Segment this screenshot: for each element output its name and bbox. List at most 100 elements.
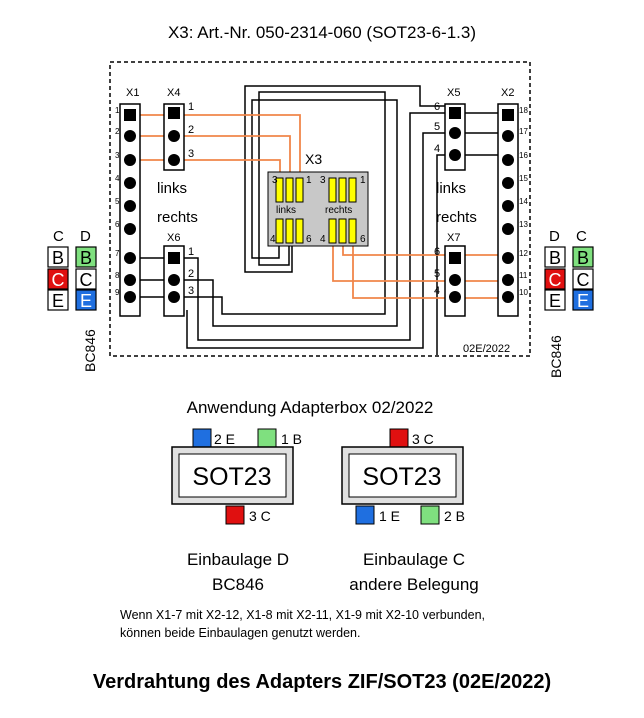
x3-pin-4-left: 4 [270, 234, 276, 245]
x5-pin-2 [449, 127, 461, 139]
x7-pin-label-3: 4 [434, 285, 440, 297]
x6-pin-label-2: 2 [188, 268, 194, 280]
x2-pin-label-1: 18 [519, 106, 528, 115]
x7-pin-label-2: 5 [434, 268, 440, 280]
x1-pin-label-8: 8 [115, 271, 120, 280]
left-cells-cell-1-2 [75, 289, 97, 311]
left-cells-cell-label-1-1: C [80, 270, 93, 290]
x5-pin-label-3: 4 [434, 143, 440, 155]
x3-pad-top-2 [285, 177, 294, 203]
right-col-d-header: D [549, 228, 560, 245]
orange-wire-5 [332, 243, 508, 282]
package-c-pin-top-label: 3 C [412, 431, 434, 447]
package-c-pin-bottom-left [355, 505, 375, 525]
left-cells-cell-1-0 [75, 246, 97, 268]
x1-pin-label-5: 5 [115, 197, 120, 206]
left-cells-cell-0-0 [47, 246, 69, 268]
package-c-caption-2: andere Belegung [349, 575, 479, 594]
x3-label-rechts: rechts [325, 205, 352, 216]
black-wire-3 [174, 91, 386, 315]
black-wire-2 [174, 99, 398, 327]
left-bc846-label: BC846 [82, 329, 98, 372]
x3-pad-bottom-4 [328, 218, 337, 244]
x3-pin-1-left: 1 [306, 175, 312, 186]
x1-pin-label-3: 3 [115, 151, 120, 160]
x2-pin-label-7: 12 [519, 249, 528, 258]
left-cells-cell-0-2 [47, 289, 69, 311]
package-d-pin-bottom [225, 505, 245, 525]
x2-pin-label-6: 13 [519, 220, 528, 229]
x2-pin-label-4: 15 [519, 174, 528, 183]
black-wire-4 [186, 132, 455, 349]
x6-pin-3 [168, 291, 180, 303]
right-cells-cell-1-1 [572, 268, 594, 290]
x3-pin-3-right: 3 [320, 175, 326, 186]
package-c-pin-bottom-right-label: 2 B [444, 508, 465, 524]
package-d-pin-top-right-label: 1 B [281, 431, 302, 447]
x3-pad-top-6 [348, 177, 357, 203]
note-line-2: können beide Einbaulagen genutzt werden. [120, 626, 360, 640]
board-outline [109, 61, 531, 357]
package-c-pin-bottom-right [420, 505, 440, 525]
x3-pin-6-right: 6 [360, 234, 366, 245]
package-d-caption-1: Einbaulage D [187, 550, 289, 569]
x1-pin-6 [124, 223, 136, 235]
package-c-caption-1: Einbaulage C [363, 550, 465, 569]
package-d-pin-top-left [192, 428, 212, 448]
x2-pin-label-5: 14 [519, 197, 528, 206]
x3-pad-top-5 [338, 177, 347, 203]
x7-pin-1 [449, 252, 461, 264]
x6-pin-label-3: 3 [188, 285, 194, 297]
label-links-left: links [157, 180, 187, 197]
right-cells-cell-0-0 [544, 246, 566, 268]
orange-wire-3 [130, 159, 281, 178]
left-cells-cell-label-1-0: B [80, 248, 92, 268]
x2-pin-3 [502, 154, 514, 166]
x3-pads [275, 177, 357, 244]
x3-pad-top-1 [275, 177, 284, 203]
x7-pin-3 [449, 291, 461, 303]
x3-pad-bottom-1 [275, 218, 284, 244]
package-d-pin-bottom-label: 3 C [249, 508, 271, 524]
note-line-1: Wenn X1-7 mit X2-12, X1-8 mit X2-11, X1-… [120, 608, 485, 622]
package-d-caption-2: BC846 [212, 575, 264, 594]
x1-pin-label-6: 6 [115, 220, 120, 229]
x1-pin-3 [124, 154, 136, 166]
x3-pin-6-left: 6 [306, 234, 312, 245]
package-c-pin-bottom-left-label: 1 E [379, 508, 400, 524]
x6-header: X6 [167, 232, 180, 244]
x3-pad-top-4 [328, 177, 337, 203]
x5-pin-label-1: 6 [434, 101, 440, 113]
x5-header: X5 [447, 87, 460, 99]
x3-pin-1-right: 1 [360, 175, 366, 186]
package-d-chip-label: SOT23 [192, 463, 271, 491]
package-d-pin-top-left-label: 2 E [214, 431, 235, 447]
x1-pin-9 [124, 291, 136, 303]
x2-pin-label-3: 16 [519, 151, 528, 160]
diagram-title: X3: Art.-Nr. 050-2314-060 (SOT23-6-1.3) [168, 23, 476, 42]
board-code: 02E/2022 [463, 343, 510, 355]
x3-pad-bottom-6 [348, 218, 357, 244]
x4-pin-label-3: 3 [188, 148, 194, 160]
package-d-inner [178, 453, 287, 498]
package-d-pin-top-right [257, 428, 277, 448]
left-col-c-header: C [53, 228, 64, 245]
left-cells-cell-0-1 [47, 268, 69, 290]
x2-pin-7 [502, 252, 514, 264]
right-cells-cell-0-1 [544, 268, 566, 290]
right-cells-cell-1-0 [572, 246, 594, 268]
x2-pin-2 [502, 130, 514, 142]
x1-pin-label-1: 1 [115, 106, 120, 115]
left-cells-cell-label-0-2: E [52, 291, 64, 311]
x5-pin-3 [449, 149, 461, 161]
x3-pad-top-3 [295, 177, 304, 203]
x1-pin-label-4: 4 [115, 174, 120, 183]
x1-pin-5 [124, 200, 136, 212]
orange-wire-2 [130, 135, 291, 178]
x5-pin-1 [449, 107, 461, 119]
label-links-right: links [436, 180, 466, 197]
x2-pin-9 [502, 291, 514, 303]
